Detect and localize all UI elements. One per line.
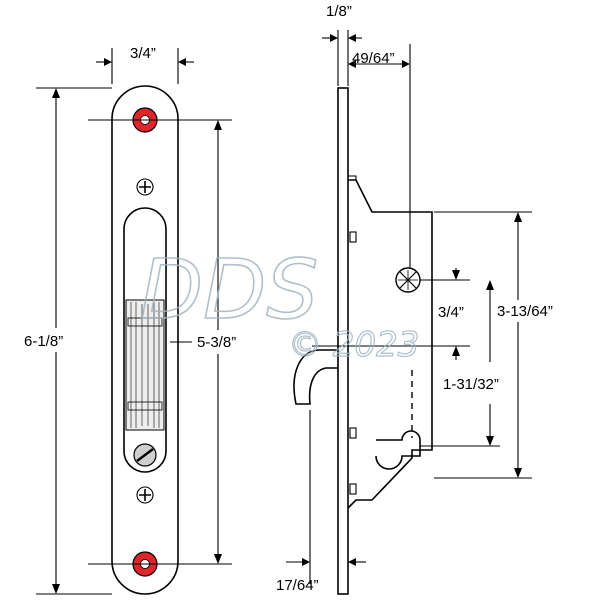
thickness-dimension: [322, 30, 362, 86]
height-label: 6-1/8”: [24, 333, 63, 350]
hook-extended: [293, 349, 338, 405]
body-height-label: 3-13/64”: [497, 303, 553, 320]
watermark-brand: DDS: [140, 243, 318, 338]
height-dimension: [36, 87, 112, 595]
watermark: DDS © 2023: [139, 242, 420, 365]
hook-mechanism: [125, 299, 165, 431]
adjustment-screw-icon: [133, 443, 157, 467]
hook-offset-dimension: [286, 410, 366, 584]
hook-travel-label: 1-31/32”: [443, 376, 499, 393]
upper-phillips-screw-icon: [136, 178, 154, 196]
front-view: 3/4” 6-1/8” 5-3/8”: [24, 45, 236, 595]
lower-phillips-screw-icon: [136, 486, 154, 504]
body-height-dimension: [434, 211, 532, 479]
faceplate-edge: [337, 87, 349, 595]
watermark-copyright: © 2023: [288, 325, 419, 365]
width-dimension: [96, 48, 194, 84]
screw-to-hook-dimension: [312, 268, 470, 360]
lock-body: [347, 179, 433, 509]
depth-dimension: [348, 44, 411, 268]
body-screw-icon: [395, 267, 421, 293]
hook-offset-label: 17/64”: [276, 577, 319, 594]
hole-spacing-dimension: [88, 119, 232, 565]
thickness-label: 1/8”: [326, 3, 352, 20]
depth-label: 49/64”: [352, 50, 395, 67]
hook-travel-dimension: [420, 280, 500, 447]
hole-spacing-label: 5-3/8”: [197, 334, 236, 351]
width-label: 3/4”: [130, 45, 156, 62]
side-view: 1/8” 49/64” 3-13/64” 3/4” 1-31/32” 17/64…: [276, 3, 553, 595]
hook-slot: [123, 207, 167, 473]
faceplate: [111, 85, 179, 595]
screw-to-hook-label: 3/4”: [438, 304, 464, 321]
hook-retracted: [375, 430, 421, 470]
